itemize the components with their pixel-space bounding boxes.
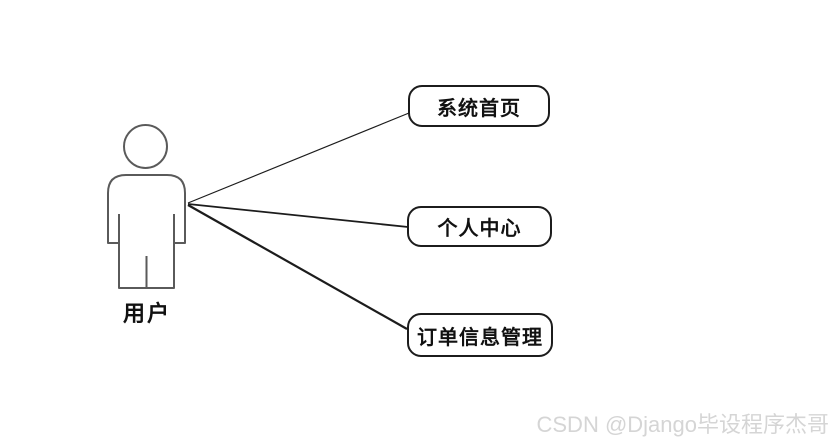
use-case-home: 系统首页	[408, 85, 550, 127]
connector-actor-to-profile	[187, 203, 409, 228]
use-case-profile-label: 个人中心	[437, 218, 522, 240]
actor-body	[107, 174, 186, 289]
use-case-home-label: 系统首页	[437, 97, 521, 120]
watermark-text: CSDN @Django毕设程序杰哥	[536, 412, 830, 437]
actor-label: 用户	[122, 301, 171, 326]
connector-actor-to-orders	[187, 204, 408, 330]
actor-head	[123, 124, 168, 169]
use-case-orders: 订单信息管理	[407, 313, 553, 357]
connector-actor-to-home	[187, 112, 410, 204]
use-case-profile: 个人中心	[407, 206, 552, 247]
use-case-orders-label: 订单信息管理	[417, 326, 543, 349]
person-figure-icon	[107, 124, 186, 289]
